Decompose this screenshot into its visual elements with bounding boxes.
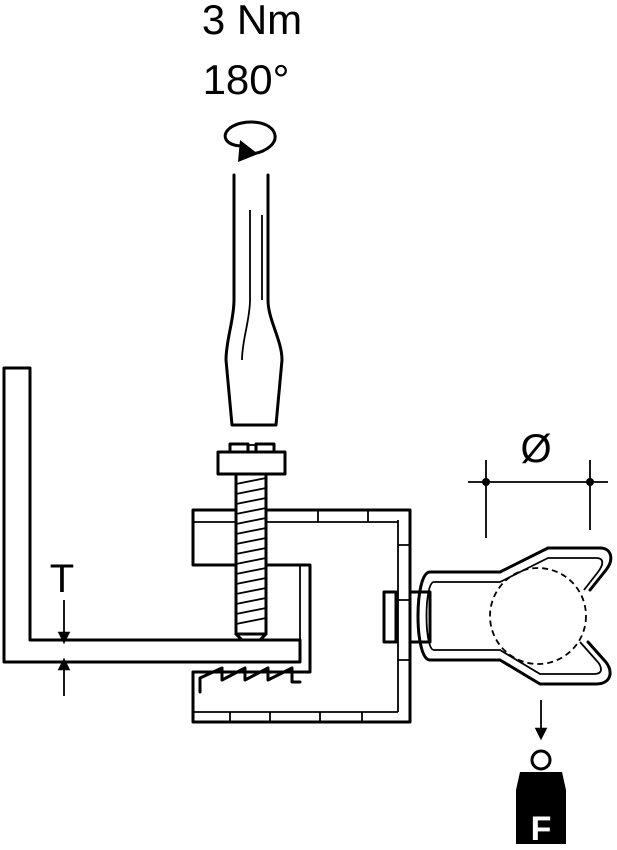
rotation-arrow-icon: [223, 120, 277, 162]
torque-angle: 180°: [203, 56, 290, 103]
diameter-dimension: Ø: [468, 427, 608, 538]
weight-label: F: [531, 810, 552, 848]
screw-icon: [216, 442, 287, 642]
clamp-icon: [191, 508, 412, 724]
thickness-label: T: [50, 557, 74, 601]
screwdriver-icon: [224, 173, 284, 427]
thickness-dimension: T: [50, 557, 74, 696]
weight-icon: F: [516, 749, 566, 848]
torque-value: 3 Nm: [202, 0, 302, 43]
diameter-label: Ø: [520, 427, 551, 471]
pipe-holder-icon: [382, 546, 613, 686]
